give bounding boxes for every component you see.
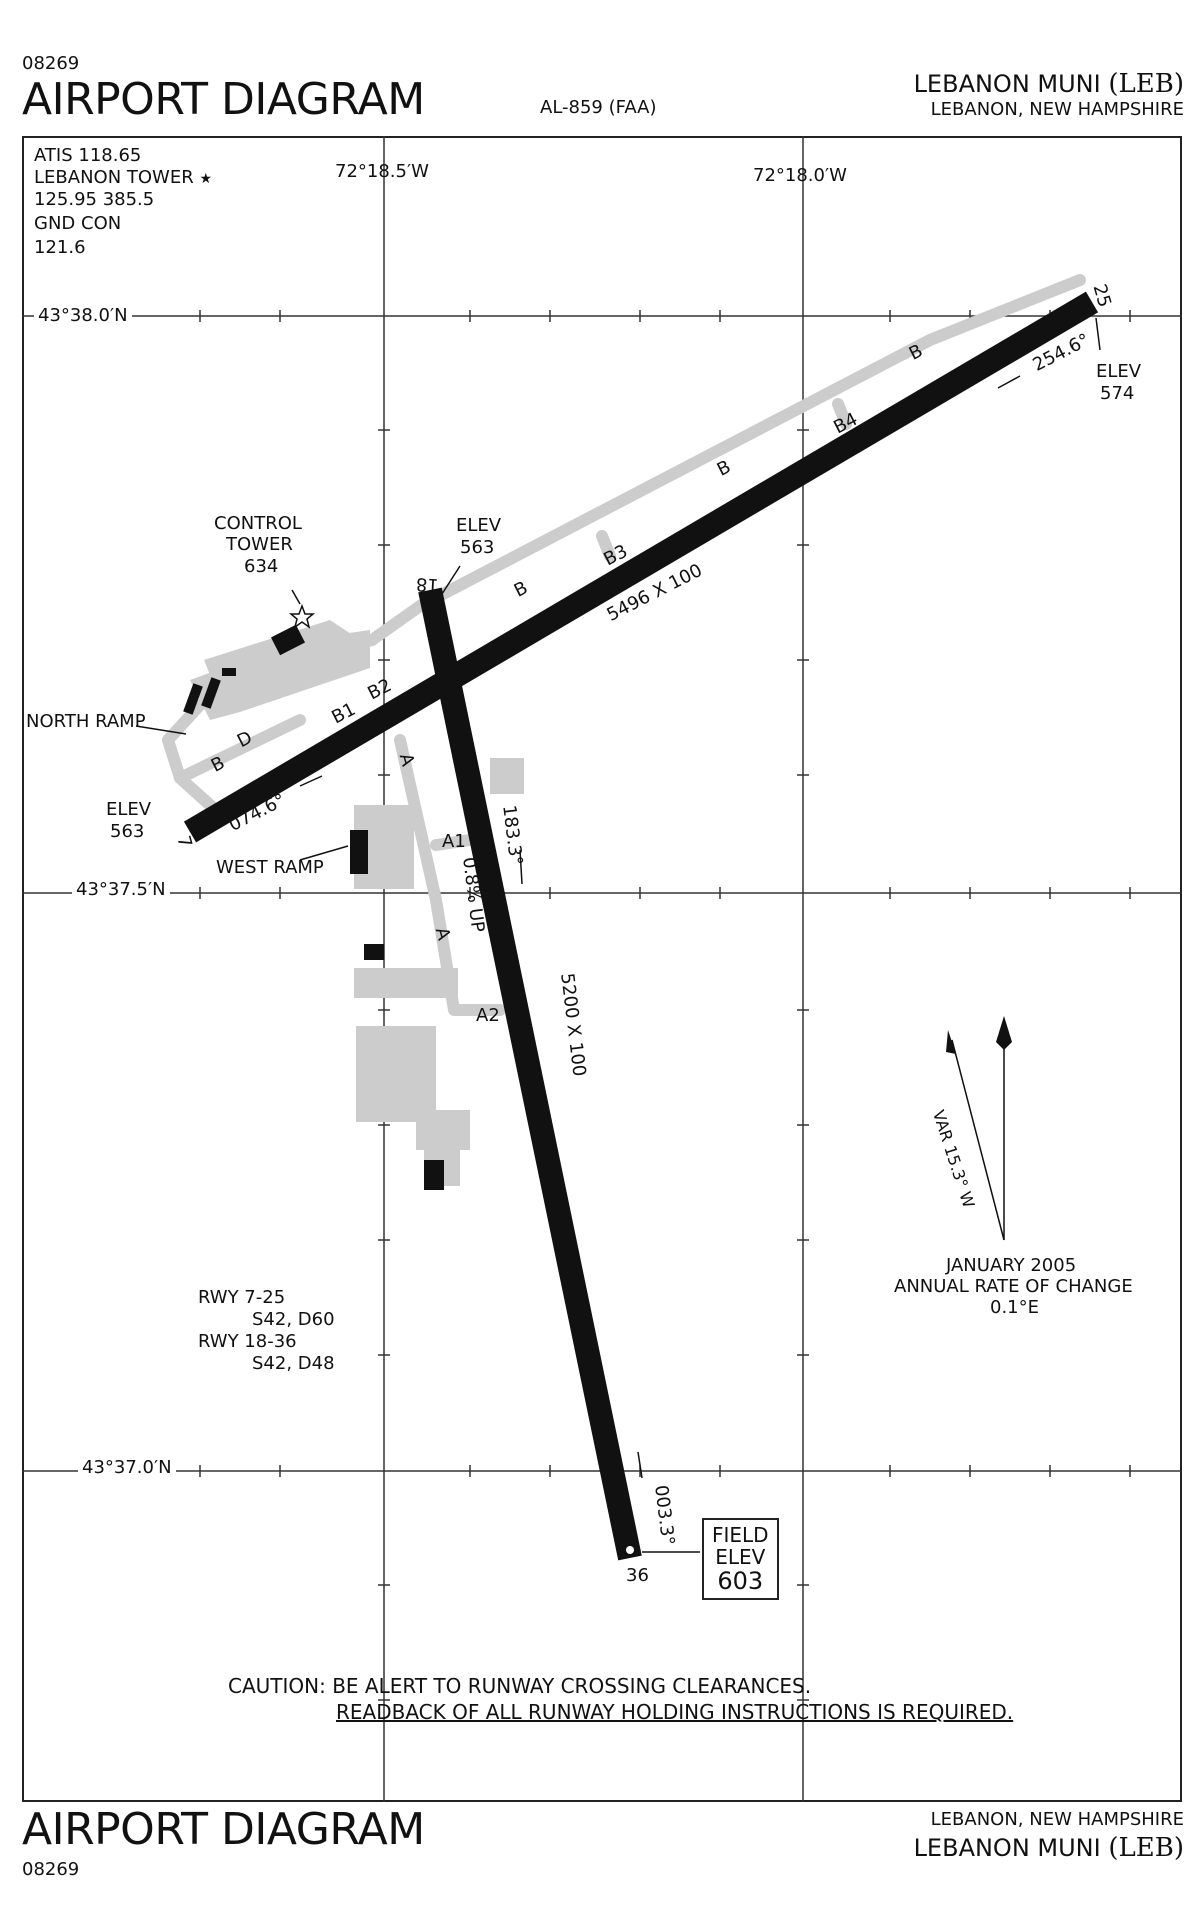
taxiway-a1-label: A1	[442, 831, 466, 852]
longitude-west-label: 72°18.5′W	[335, 161, 429, 182]
footer-location: LEBANON, NEW HAMPSHIRE	[930, 1809, 1184, 1830]
north-ramp-upper	[204, 620, 360, 690]
magnetic-north-line	[951, 1039, 1005, 1241]
building-north-3	[222, 668, 236, 676]
airport-location: LEBANON, NEW HAMPSHIRE	[930, 99, 1184, 120]
building-north-1	[183, 683, 203, 715]
elev-18-label: ELEV	[456, 515, 502, 536]
heading-003-arrow	[637, 1451, 643, 1479]
tower-frequencies: 125.95 385.5	[34, 189, 155, 210]
taxiway-a1	[430, 834, 476, 851]
field-elevation-box: FIELD ELEV 603	[702, 1518, 779, 1601]
footer-airport-id: (LEB)	[1108, 1833, 1184, 1863]
building-north-2	[201, 677, 221, 709]
north-ramp-label: NORTH RAMP	[26, 711, 146, 732]
rwy-18-36-strength-label: RWY 18-36	[198, 1331, 297, 1352]
west-ramp-leader	[299, 845, 349, 861]
taxiway-b	[366, 274, 1086, 646]
south-apron-link	[354, 968, 458, 998]
runway-18-36	[418, 587, 642, 1561]
building-west-2	[364, 944, 384, 960]
field-elev-label: ELEV	[715, 1545, 766, 1569]
lat-lon-grid	[22, 136, 1182, 1802]
heading-183-arrow	[519, 849, 523, 885]
footer-title: AIRPORT DIAGRAM	[22, 1804, 425, 1855]
north-ramp	[190, 630, 370, 720]
south-apron-extension	[416, 1110, 470, 1150]
heading-254-arrow	[997, 375, 1021, 389]
control-tower-label-2: TOWER	[226, 534, 293, 555]
control-tower-elevation: 634	[244, 556, 279, 577]
footer-airport-name-text: LEBANON MUNI	[913, 1834, 1101, 1862]
airport-name: LEBANON MUNI (LEB)	[914, 70, 1184, 99]
elev-7-value: 563	[110, 821, 145, 842]
hold-area-xx	[490, 758, 524, 794]
diagram-frame	[22, 136, 1182, 1802]
ground-control-frequency: 121.6	[34, 237, 86, 258]
field-elevation-value: 603	[717, 1567, 764, 1595]
building-south	[424, 1160, 444, 1190]
buildings	[183, 624, 444, 1190]
elev-18-leader	[441, 565, 461, 595]
footer-airport-name: LEBANON MUNI (LEB)	[914, 1834, 1184, 1863]
ground-control-label: GND CON	[34, 213, 122, 234]
taxiway-a	[394, 734, 506, 1016]
field-label: FIELD	[712, 1523, 769, 1547]
building-west-ramp	[350, 830, 368, 874]
longitude-east-label: 72°18.0′W	[753, 165, 847, 186]
magnetic-north-arrow-icon	[946, 1030, 956, 1054]
procedure-number: AL-859 (FAA)	[540, 97, 657, 118]
elev-25-value: 574	[1100, 383, 1135, 404]
magvar-rate: 0.1°E	[990, 1297, 1039, 1318]
runway-7-25	[183, 291, 1099, 843]
caution-line-1: CAUTION: BE ALERT TO RUNWAY CROSSING CLE…	[228, 1674, 812, 1698]
elev-25-leader	[1095, 317, 1101, 351]
part-time-star-icon: ★	[199, 171, 213, 187]
runways	[183, 291, 1099, 1561]
west-ramp-label: WEST RAMP	[216, 857, 324, 878]
taxiway-network	[162, 274, 1086, 1186]
elev-18-value: 563	[460, 537, 495, 558]
rwy-7-25-strength-label: RWY 7-25	[198, 1287, 286, 1308]
true-north-arrow-icon	[996, 1016, 1012, 1050]
tower-frequency-label: LEBANON TOWER ★	[34, 168, 212, 188]
runway-18-end-label: 18	[415, 573, 440, 596]
runway-36-end-label: 36	[626, 1565, 649, 1586]
footer-code: 08269	[22, 1859, 80, 1880]
tower-name: LEBANON TOWER	[34, 167, 194, 188]
elev-7-label: ELEV	[106, 799, 152, 820]
magvar-rate-label: ANNUAL RATE OF CHANGE	[894, 1276, 1133, 1297]
taxiway-b4-connector	[832, 398, 852, 430]
control-tower-leader	[291, 589, 301, 605]
control-tower-label-1: CONTROL	[214, 513, 302, 534]
caution-line-2: READBACK OF ALL RUNWAY HOLDING INSTRUCTI…	[336, 1700, 1014, 1724]
symbols	[135, 317, 1101, 1553]
magvar-date: JANUARY 2005	[946, 1255, 1077, 1276]
latitude-mid-label: 43°37.5′N	[72, 880, 170, 900]
airport-id: (LEB)	[1108, 69, 1184, 99]
field-elevation-dot	[626, 1546, 634, 1554]
north-ramp-leader	[135, 725, 187, 735]
control-tower-star-icon	[288, 603, 316, 629]
latitude-bottom-label: 43°37.0′N	[78, 1458, 176, 1478]
heading-074-arrow	[299, 775, 323, 787]
elev-25-label: ELEV	[1096, 361, 1142, 382]
chart-title: AIRPORT DIAGRAM	[22, 74, 425, 125]
rwy-7-25-strength: S42, D60	[252, 1309, 335, 1330]
airport-name-text: LEBANON MUNI	[913, 70, 1101, 98]
rwy-18-36-strength: S42, D48	[252, 1353, 335, 1374]
building-tower	[270, 624, 306, 656]
atis-frequency: ATIS 118.65	[34, 145, 142, 166]
taxiway-b3-connector	[596, 530, 616, 562]
south-apron	[356, 1026, 436, 1122]
latitude-top-label: 43°38.0′N	[34, 306, 132, 326]
chart-code: 08269	[22, 53, 80, 74]
taxiway-a2-label: A2	[476, 1005, 500, 1026]
